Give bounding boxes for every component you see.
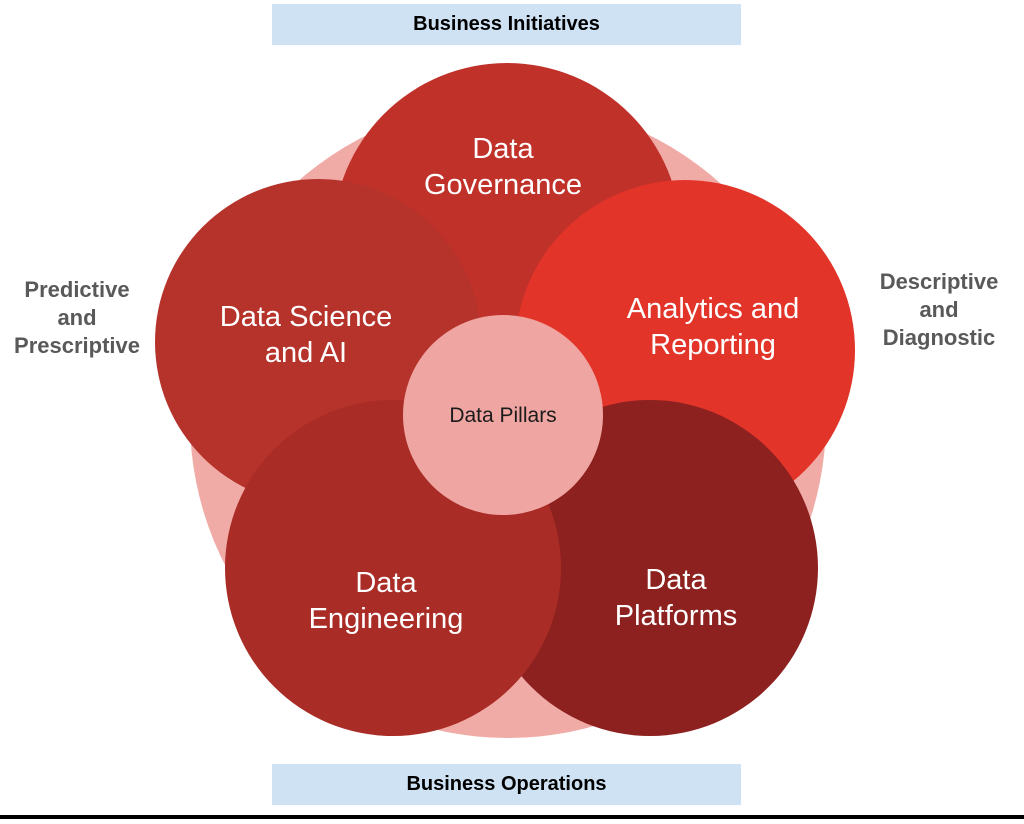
descriptive-diagnostic-label: Descriptive and Diagnostic — [856, 268, 1022, 352]
predictive-prescriptive-label: Predictive and Prescriptive — [0, 276, 154, 360]
data-pillars-label: Data Pillars — [449, 404, 557, 427]
side-label-right-line2: and — [919, 297, 959, 322]
analytics-reporting-label: Analytics and Reporting — [563, 291, 863, 363]
data-pillars-circle — [403, 315, 603, 515]
engineering-label-line2: Engineering — [308, 603, 464, 635]
data-platforms-label: Data Platforms — [526, 562, 826, 634]
side-label-left-line3: Prescriptive — [14, 333, 140, 358]
data-science-ai-label: Data Science and AI — [156, 299, 456, 371]
side-label-right-line3: Diagnostic — [882, 325, 996, 350]
engineering-label-line1: Data — [355, 567, 417, 599]
data-governance-label: Data Governance — [353, 131, 653, 203]
business-initiatives-label: Business Initiatives — [413, 13, 600, 35]
business-initiatives-banner: Business Initiatives — [272, 4, 741, 45]
analytics-label-line1: Analytics and — [626, 293, 800, 325]
side-label-right-line1: Descriptive — [879, 269, 999, 294]
business-operations-banner: Business Operations — [272, 764, 741, 805]
governance-label-line1: Data — [472, 133, 534, 165]
platforms-label-line1: Data — [645, 564, 707, 596]
data-engineering-label: Data Engineering — [236, 565, 536, 637]
platforms-label-line2: Platforms — [614, 600, 738, 632]
bottom-border-line — [0, 815, 1024, 819]
business-operations-label: Business Operations — [406, 773, 607, 795]
side-label-left-line1: Predictive — [24, 277, 130, 302]
side-label-left-line2: and — [57, 305, 97, 330]
science-label-line1: Data Science — [219, 301, 393, 333]
governance-label-line2: Governance — [424, 169, 582, 201]
science-label-line2: and AI — [264, 337, 348, 369]
analytics-label-line2: Reporting — [650, 329, 776, 361]
